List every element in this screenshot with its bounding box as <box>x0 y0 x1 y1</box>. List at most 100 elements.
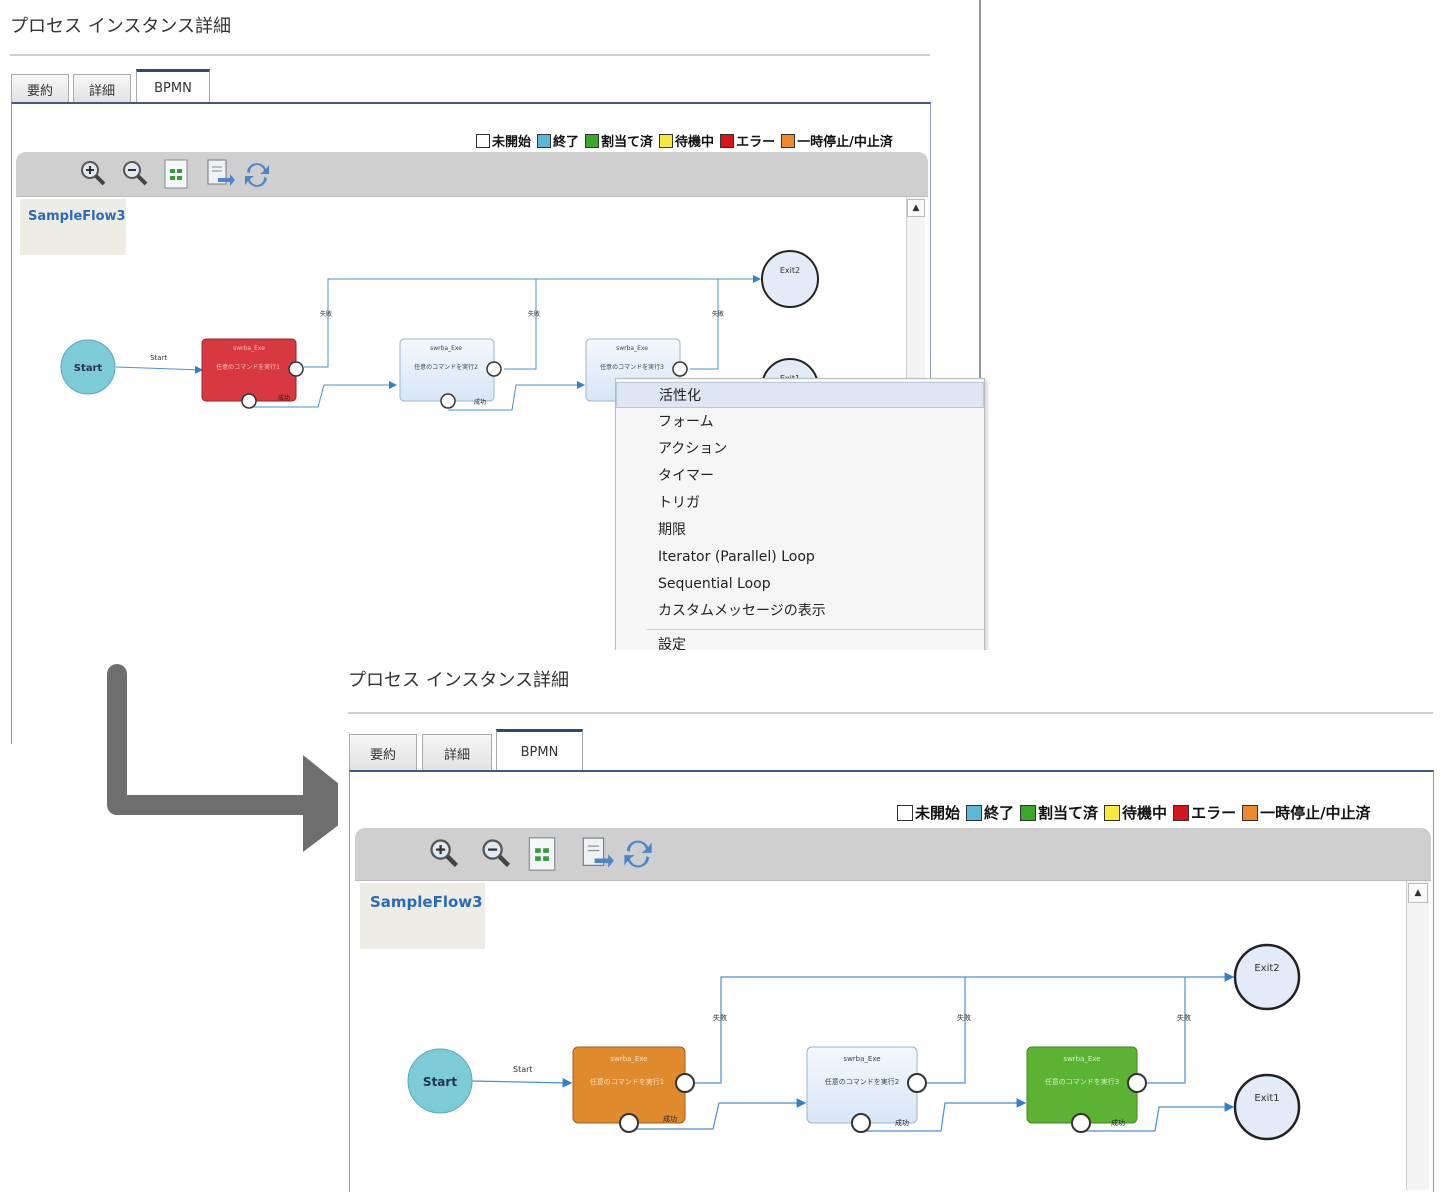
task-node-3-assigned[interactable]: swrba_Exe 任意のコマンドを実行3 成功 <box>1026 1046 1147 1133</box>
legend-swatch <box>720 133 735 148</box>
legend-label: 未開始 <box>915 804 961 822</box>
legend-swatch <box>897 804 913 821</box>
menu-item-deadline[interactable]: 期限 <box>658 522 686 538</box>
edge-success-3 <box>1083 1102 1235 1132</box>
task-desc: 任意のコマンドを実行3 <box>1045 1077 1119 1086</box>
edge-fail-1 <box>304 275 761 368</box>
legend-swatch <box>585 133 600 148</box>
refresh-icon[interactable] <box>242 160 272 190</box>
legend-label: エラー <box>1191 804 1237 822</box>
legend-swatch <box>1104 804 1121 821</box>
zoom-in-icon[interactable] <box>427 836 461 870</box>
flow-name-label: SampleFlow3 <box>360 883 485 949</box>
task-desc: 任意のコマンドを実行1 <box>216 363 280 371</box>
scroll-up-button[interactable]: ▲ <box>1408 883 1428 903</box>
fail-label: 失敗 <box>528 310 540 318</box>
diagram-toolbar <box>16 152 928 196</box>
legend-swatch <box>781 133 796 148</box>
menu-item-settings[interactable]: 設定 <box>658 637 686 652</box>
end-event-exit2[interactable]: Exit2 <box>1233 943 1301 1011</box>
end-event-exit1[interactable]: Exit1 <box>1233 1073 1301 1141</box>
fit-page-icon[interactable] <box>527 835 557 873</box>
start-event-label: Start <box>74 363 103 374</box>
success-label: 成功 <box>1111 1118 1125 1127</box>
legend-swatch <box>1242 804 1259 821</box>
fail-label: 失敗 <box>957 1013 971 1022</box>
task-desc: 任意のコマンドを実行2 <box>414 363 478 371</box>
menu-item-trigger[interactable]: トリガ <box>658 495 700 511</box>
tab-detail[interactable]: 詳細 <box>73 74 131 103</box>
edge-fail-2 <box>925 977 966 1084</box>
edge-success-1 <box>629 1098 807 1130</box>
status-legend: 未開始 終了 割当て済 待機中 エラー 一時停止/中止済 <box>891 802 1371 823</box>
legend-label: 待機中 <box>675 135 715 150</box>
start-event[interactable]: Start <box>407 1048 473 1114</box>
menu-item-form[interactable]: フォーム <box>658 414 714 430</box>
menu-item-action[interactable]: アクション <box>658 441 728 457</box>
edge-fail-1 <box>693 972 1235 1084</box>
tab-bpmn[interactable]: BPMN <box>136 69 210 105</box>
menu-item-custom-message[interactable]: カスタムメッセージの表示 <box>658 603 826 619</box>
end-event-exit2[interactable]: Exit2 <box>761 250 819 308</box>
start-event[interactable]: Start <box>60 339 116 395</box>
zoom-out-icon[interactable] <box>479 836 513 870</box>
start-event-label: Start <box>423 1075 457 1089</box>
legend-swatch <box>1173 804 1190 821</box>
success-label: 成功 <box>895 1118 909 1127</box>
edge-start <box>115 365 203 374</box>
diagram-canvas[interactable]: SampleFlow3 ▲ Start Start 失 <box>355 880 1431 1190</box>
menu-item-activate[interactable]: 活性化 <box>616 382 984 408</box>
success-label: 成功 <box>474 398 486 406</box>
refresh-icon[interactable] <box>621 837 655 871</box>
flow-name-label: SampleFlow3 <box>20 199 126 255</box>
task-node-2[interactable]: swrba_Exe 任意のコマンドを実行2 成功 <box>806 1046 927 1133</box>
vertical-scrollbar[interactable]: ▲ <box>1406 881 1429 1190</box>
zoom-out-icon[interactable] <box>120 158 150 188</box>
bpmn-diagram: Start Start 失敗 失敗 失敗 swrba_Exe 任意のコマンドを実… <box>60 250 819 416</box>
task-node-1-paused[interactable]: swrba_Exe 任意のコマンドを実行1 成功 <box>572 1046 695 1133</box>
export-icon[interactable] <box>206 158 236 190</box>
page-title: プロセス インスタンス詳細 <box>348 670 570 691</box>
edge-start <box>471 1078 573 1088</box>
menu-item-sequential-loop[interactable]: Sequential Loop <box>658 576 771 592</box>
task-node-1-error[interactable]: swrba_Exe 任意のコマンドを実行1 成功 <box>201 338 304 409</box>
tab-summary[interactable]: 要約 <box>11 74 69 103</box>
start-edge-label: Start <box>513 1065 533 1074</box>
task-desc: 任意のコマンドを実行2 <box>825 1077 899 1086</box>
exit1-label: Exit1 <box>1254 1093 1279 1104</box>
legend-swatch <box>966 804 983 821</box>
edge-fail-3 <box>1145 977 1186 1084</box>
success-label: 成功 <box>663 1114 677 1123</box>
fail-label: 失敗 <box>712 310 724 318</box>
legend-swatch <box>659 133 674 148</box>
menu-item-timer[interactable]: タイマー <box>658 468 714 484</box>
edge-success-2 <box>448 381 585 411</box>
context-menu: 活性化 フォーム アクション タイマー トリガ 期限 Iterator (Par… <box>615 378 985 652</box>
before-panel: プロセス インスタンス詳細 要約 詳細 BPMN 未開始 終了 割当て済 待機中… <box>0 0 985 744</box>
after-panel: プロセス インスタンス詳細 要約 詳細 BPMN 未開始 終了 割当て済 待機中… <box>338 650 1443 1192</box>
task-title: swrba_Exe <box>843 1055 880 1063</box>
diagram-toolbar <box>355 828 1431 880</box>
edge-success-1 <box>248 381 397 408</box>
status-legend: 未開始 終了 割当て済 待機中 エラー 一時停止/中止済 <box>470 131 893 150</box>
export-icon[interactable] <box>581 835 615 873</box>
fit-page-icon[interactable] <box>163 158 189 190</box>
scroll-up-button[interactable]: ▲ <box>907 199 925 217</box>
zoom-in-icon[interactable] <box>78 158 108 188</box>
success-label: 成功 <box>278 394 290 402</box>
tab-summary[interactable]: 要約 <box>349 734 417 771</box>
page-title: プロセス インスタンス詳細 <box>10 16 232 37</box>
edge-fail-3 <box>690 279 719 370</box>
tab-detail[interactable]: 詳細 <box>422 734 492 771</box>
task-desc: 任意のコマンドを実行1 <box>590 1077 664 1086</box>
legend-label: 終了 <box>553 135 580 150</box>
legend-label: エラー <box>736 135 776 150</box>
tab-bpmn[interactable]: BPMN <box>496 729 583 773</box>
legend-label: 割当て済 <box>601 135 654 150</box>
task-title: swrba_Exe <box>616 345 648 352</box>
fail-label: 失敗 <box>713 1013 727 1022</box>
task-node-2[interactable]: swrba_Exe 任意のコマンドを実行2 成功 <box>399 338 502 409</box>
bpmn-diagram: Start Start 失敗 失敗 失敗 swrba_Exe 任意のコマンドを実… <box>407 943 1301 1141</box>
menu-item-parallel-loop[interactable]: Iterator (Parallel) Loop <box>658 549 815 565</box>
title-divider <box>10 54 930 56</box>
